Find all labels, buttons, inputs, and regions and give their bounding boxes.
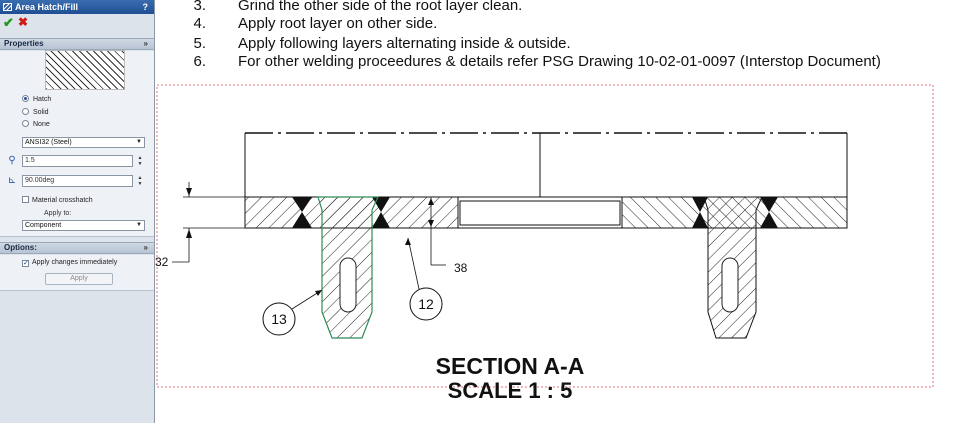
apply-immediately-checkbox[interactable]: ✓Apply changes immediately [22,258,117,267]
section-title[interactable]: SECTION A-A [435,353,585,379]
properties-group-header[interactable]: Properties » [0,38,154,50]
balloon-12[interactable] [405,237,443,321]
note-text: Grind the other side of the root layer c… [238,0,523,14]
material-crosshatch-checkbox[interactable]: Material crosshatch [22,196,93,205]
scale-value: 1.5 [25,157,35,164]
radio-solid-button[interactable] [22,108,29,115]
balloon-13-label: 13 [271,311,287,327]
pattern-dropdown[interactable]: ANSI32 (Steel) ▼ [22,137,145,148]
dimension-right-value[interactable]: 38 [454,261,468,275]
hatch-pattern-preview [45,50,125,90]
balloon-13[interactable] [262,289,323,336]
pm-action-bar: ✔ ✖ [0,14,154,32]
ok-button[interactable]: ✔ [3,15,14,30]
dropdown-arrow-icon[interactable]: ▼ [136,222,142,228]
collapse-chevron-icon[interactable]: » [143,243,148,252]
pm-title: Area Hatch/Fill [15,2,79,12]
stud-left-selected[interactable] [317,196,379,339]
note-number: 4. [193,15,206,32]
scale-icon: ⚲ [8,155,16,166]
angle-spinner[interactable]: ▲▼ [137,175,143,187]
dimension-right [428,197,446,266]
help-icon[interactable]: ? [142,2,149,12]
properties-header-label: Properties [4,39,44,48]
note-number: 3. [193,0,206,14]
scale-spinner[interactable]: ▲▼ [137,155,143,167]
radio-hatch-button[interactable] [22,95,29,102]
apply-immediately-box[interactable]: ✓ [22,260,29,267]
flange-plate [244,196,848,229]
note-text: Apply root layer on other side. [238,15,438,32]
angle-icon: ⊾ [7,175,17,186]
note-text: Apply following layers alternating insid… [238,35,571,52]
apply-to-dropdown[interactable]: Component ▼ [22,220,145,231]
note-number: 6. [193,53,206,70]
note-text: For other welding proceedures & details … [238,53,881,70]
options-header-label: Options: [4,243,37,252]
apply-button[interactable]: Apply [45,273,113,285]
dimension-left [172,182,245,263]
radio-hatch-label: Hatch [33,96,52,103]
apply-to-value: Component [25,222,62,229]
pattern-value: ANSI32 (Steel) [25,139,72,146]
scale-input[interactable]: 1.5 [22,155,133,167]
note-number: 5. [193,35,206,52]
hatch-feature-icon [3,3,12,11]
pm-title-bar: Area Hatch/Fill ? [0,0,154,14]
radio-hatch[interactable]: Hatch [22,95,51,105]
apply-immediately-label: Apply changes immediately [32,259,118,266]
collapse-chevron-icon[interactable]: » [143,39,148,48]
angle-input[interactable]: 90.00deg [22,175,133,187]
angle-value: 90.00deg [25,177,55,184]
stud-right [703,196,763,339]
dropdown-arrow-icon[interactable]: ▼ [136,139,142,145]
balloon-12-label: 12 [418,296,434,312]
dimension-left-value[interactable]: 32 [155,255,169,269]
view-boundary[interactable] [156,84,934,388]
radio-solid[interactable]: Solid [22,108,49,118]
apply-to-label: Apply to: [44,210,72,217]
radio-none-button[interactable] [22,120,29,127]
radio-none[interactable]: None [22,120,50,130]
section-scale[interactable]: SCALE 1 : 5 [447,378,573,403]
material-crosshatch-label: Material crosshatch [32,197,93,204]
radio-none-label: None [33,121,50,128]
area-hatch-property-manager: Area Hatch/Fill ? ✔ ✖ Properties » Hatch… [0,0,155,423]
material-crosshatch-box[interactable] [22,196,29,203]
radio-solid-label: Solid [33,109,49,116]
weld-symbols [292,197,778,228]
cancel-button[interactable]: ✖ [18,15,29,29]
options-group-header[interactable]: Options: » [0,242,154,254]
